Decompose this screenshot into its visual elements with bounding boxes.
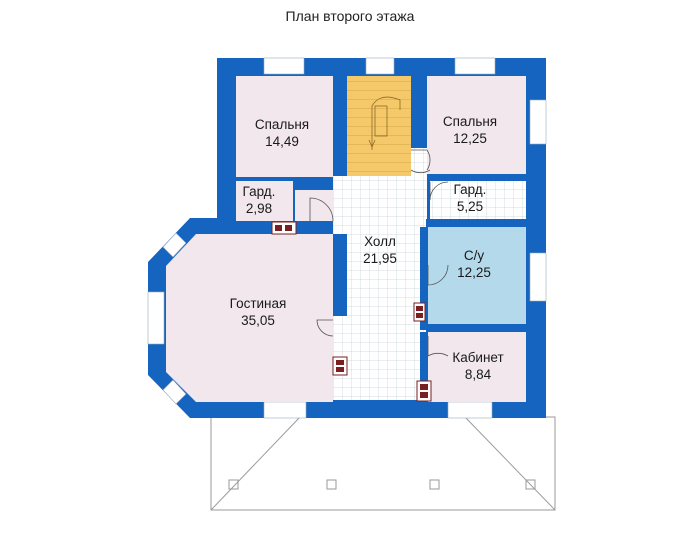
room-hall <box>347 176 411 400</box>
wardrobe-right-area: 5,25 <box>457 199 483 214</box>
room-bathroom <box>428 227 526 324</box>
room-living <box>166 234 333 402</box>
living-area: 35,05 <box>241 313 275 328</box>
bathroom-area: 12,25 <box>457 265 491 280</box>
wardrobe-left-name: Гард. <box>243 184 276 199</box>
stair-details <box>368 96 401 150</box>
door-swings <box>309 149 449 357</box>
vent-ducts <box>271 221 432 402</box>
room-labels: Спальня 14,49 Спальня 12,25 Гард. 2,98 Г… <box>230 114 504 382</box>
plan-title: План второго этажа <box>285 8 415 24</box>
bathroom-name: С/у <box>464 248 485 263</box>
room-wardrobe-right <box>430 181 526 219</box>
hall-area: 21,95 <box>363 251 397 266</box>
bedroom-left-name: Спальня <box>255 117 309 132</box>
office-area: 8,84 <box>465 367 492 382</box>
room-office <box>428 332 526 402</box>
bedroom-left-area: 14,49 <box>265 134 299 149</box>
room-stairs <box>347 76 411 176</box>
room-bedroom-right <box>427 76 526 174</box>
room-wardrobe-left <box>236 181 293 221</box>
office-name: Кабинет <box>452 350 503 365</box>
room-bedroom-left <box>236 76 333 177</box>
bedroom-right-name: Спальня <box>443 114 497 129</box>
hall-name: Холл <box>364 234 396 249</box>
roof-outline <box>210 416 556 511</box>
rooms <box>166 76 526 402</box>
wardrobe-left-area: 2,98 <box>246 201 272 216</box>
windows <box>147 57 547 419</box>
bedroom-right-area: 12,25 <box>453 131 487 146</box>
living-name: Гостиная <box>230 296 287 311</box>
wardrobe-right-name: Гард. <box>454 182 487 197</box>
